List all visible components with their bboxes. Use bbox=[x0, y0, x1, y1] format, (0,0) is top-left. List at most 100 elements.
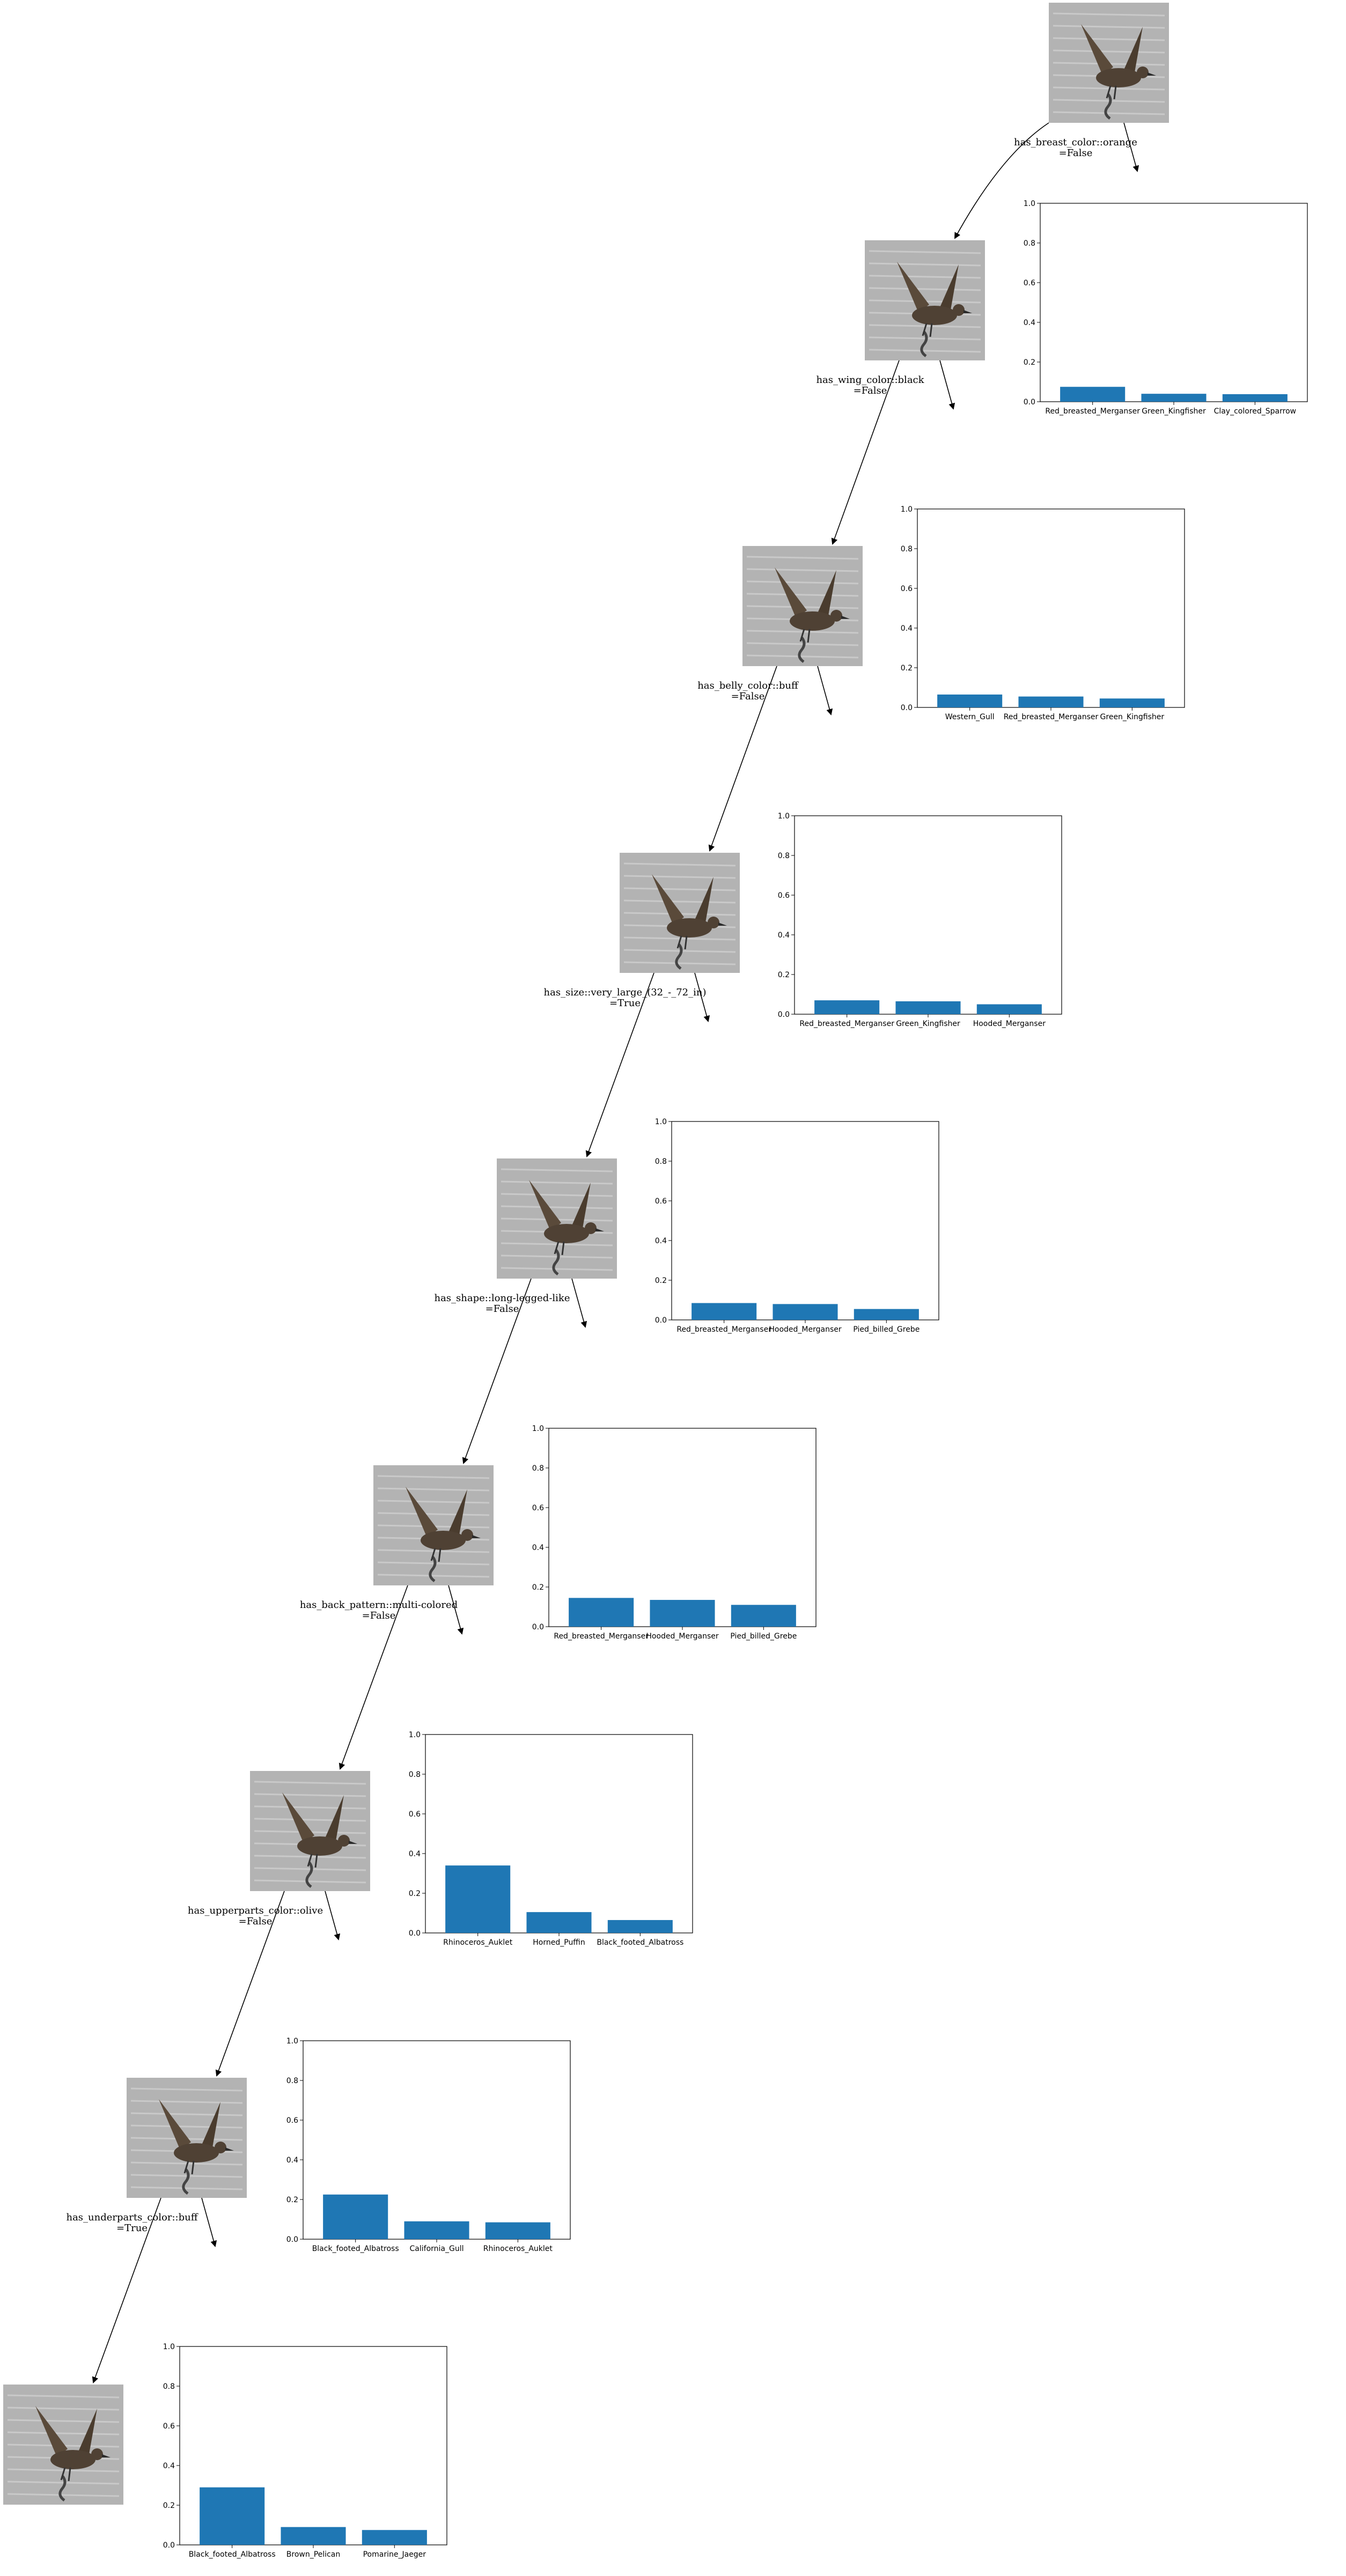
y-tick-label: 0.6 bbox=[1024, 279, 1035, 287]
y-tick-label: 1.0 bbox=[163, 2343, 175, 2351]
x-tick-label: Green_Kingfisher bbox=[896, 1020, 960, 1028]
y-tick-label: 0.6 bbox=[532, 1504, 544, 1512]
y-tick-label: 1.0 bbox=[1024, 200, 1035, 208]
x-tick-label: California_Gull bbox=[410, 2245, 464, 2253]
split-result-label: =True bbox=[116, 2223, 148, 2234]
chart-frame bbox=[794, 815, 1062, 1015]
x-tick-label: Pomarine_Jaeger bbox=[363, 2550, 426, 2559]
y-tick-label: 1.0 bbox=[655, 1118, 667, 1126]
y-tick-label: 0.4 bbox=[163, 2462, 175, 2470]
bar bbox=[650, 1600, 715, 1627]
x-tick-label: Red_breasted_Merganser bbox=[1045, 407, 1140, 416]
x-tick-label: Black_footed_Albatross bbox=[597, 1938, 683, 1947]
x-tick-label: Clay_colored_Sparrow bbox=[1214, 407, 1297, 416]
x-tick-label: Green_Kingfisher bbox=[1100, 713, 1165, 721]
y-tick-label: 0.4 bbox=[778, 931, 790, 940]
split-feature-label: has_wing_color::black bbox=[816, 374, 924, 386]
y-tick-label: 0.4 bbox=[409, 1850, 421, 1858]
tree-edge bbox=[325, 1891, 341, 1940]
tree-edge: has_shape::long-legged-like=False bbox=[434, 1278, 570, 1464]
tree-edge bbox=[201, 2197, 217, 2247]
y-tick-label: 0.8 bbox=[778, 852, 790, 860]
x-tick-label: Red_breasted_Merganser bbox=[676, 1325, 771, 1334]
tree-edge bbox=[1123, 122, 1139, 172]
y-tick-label: 0.8 bbox=[409, 1770, 421, 1779]
y-tick-label: 0.0 bbox=[778, 1010, 790, 1019]
tree-edge: has_belly_color::buff=False bbox=[697, 666, 799, 852]
bird-photo-icon bbox=[652, 874, 727, 950]
tree-edge bbox=[939, 360, 955, 410]
y-tick-label: 0.8 bbox=[286, 2077, 298, 2085]
x-tick-label: Brown_Pelican bbox=[286, 2550, 340, 2559]
node-image bbox=[497, 1158, 617, 1279]
tree-edge bbox=[571, 1278, 587, 1328]
x-tick-label: Pied_billed_Grebe bbox=[853, 1325, 920, 1334]
bar bbox=[976, 1004, 1042, 1014]
split-feature-label: has_underparts_color::buff bbox=[66, 2212, 198, 2223]
chart-frame bbox=[548, 1428, 817, 1627]
tree-edge: has_wing_color::black=False bbox=[816, 360, 925, 545]
bar bbox=[323, 2194, 388, 2239]
bar bbox=[1060, 387, 1126, 402]
x-tick-label: Red_breasted_Merganser bbox=[799, 1020, 894, 1028]
split-result-label: =True bbox=[609, 998, 641, 1009]
y-tick-label: 0.8 bbox=[901, 545, 913, 553]
y-tick-label: 1.0 bbox=[409, 1731, 421, 1739]
x-tick-label: Rhinoceros_Auklet bbox=[443, 1938, 513, 1947]
x-tick-label: Western_Gull bbox=[945, 713, 995, 721]
y-tick-label: 0.8 bbox=[1024, 239, 1035, 248]
y-tick-label: 0.0 bbox=[532, 1623, 544, 1632]
split-feature-label: has_breast_color::orange bbox=[1014, 137, 1137, 148]
split-feature-label: has_belly_color::buff bbox=[697, 680, 799, 691]
x-tick-label: Red_breasted_Merganser bbox=[1004, 713, 1099, 721]
bird-photo-icon bbox=[897, 262, 972, 337]
y-tick-label: 0.4 bbox=[655, 1237, 667, 1245]
y-tick-label: 0.2 bbox=[163, 2501, 175, 2510]
bar bbox=[692, 1303, 757, 1320]
node-image bbox=[373, 1465, 494, 1585]
y-tick-label: 0.4 bbox=[901, 624, 913, 633]
y-tick-label: 0.8 bbox=[163, 2382, 175, 2391]
split-result-label: =False bbox=[854, 385, 887, 396]
y-tick-label: 0.6 bbox=[655, 1197, 667, 1206]
bar bbox=[854, 1309, 919, 1320]
node-image bbox=[127, 2078, 247, 2198]
split-result-label: =False bbox=[486, 1303, 519, 1315]
nodes-layer bbox=[3, 3, 1169, 2505]
bar bbox=[569, 1598, 634, 1627]
bar bbox=[1222, 394, 1288, 402]
split-feature-label: has_upperparts_color::olive bbox=[188, 1905, 323, 1916]
bar bbox=[485, 2222, 550, 2239]
y-tick-label: 0.6 bbox=[778, 891, 790, 900]
split-feature-label: has_shape::long-legged-like bbox=[434, 1293, 570, 1304]
bar bbox=[526, 1912, 592, 1933]
bar bbox=[404, 2221, 469, 2239]
bar bbox=[1141, 394, 1207, 402]
x-tick-label: Hooded_Merganser bbox=[646, 1632, 718, 1641]
y-tick-label: 0.6 bbox=[409, 1810, 421, 1819]
tree-edge bbox=[694, 972, 710, 1022]
y-tick-label: 1.0 bbox=[286, 2037, 298, 2046]
y-tick-label: 0.2 bbox=[286, 2196, 298, 2204]
y-tick-label: 0.0 bbox=[409, 1929, 421, 1938]
chart-frame bbox=[671, 1121, 939, 1320]
y-tick-label: 0.2 bbox=[1024, 358, 1035, 367]
probability-bar-chart: 0.00.20.40.60.81.0Red_breasted_Merganser… bbox=[1024, 200, 1308, 416]
x-tick-label: Hooded_Merganser bbox=[769, 1325, 841, 1334]
probability-bar-chart: 0.0 0.2 0.4 0.6 0.8 1.0Red_breasted_Merganser… bbox=[778, 812, 1062, 1028]
x-tick-label: Green_Kingfisher bbox=[1142, 407, 1206, 416]
split-feature-label: has_size::very_large_(32_-_72_in) bbox=[544, 987, 707, 998]
tree-edge bbox=[817, 666, 833, 715]
y-tick-label: 0.0 bbox=[1024, 398, 1035, 407]
y-tick-label: 0.0 bbox=[286, 2235, 298, 2244]
y-tick-label: 0.2 bbox=[778, 971, 790, 979]
x-tick-label: Red_breasted_Merganser bbox=[554, 1632, 649, 1641]
bar bbox=[445, 1865, 511, 1933]
y-tick-label: 1.0 bbox=[778, 812, 790, 821]
x-tick-label: Black_footed_Albatross bbox=[189, 2550, 276, 2559]
y-tick-label: 0.6 bbox=[163, 2422, 175, 2431]
node-image bbox=[1049, 3, 1169, 123]
split-result-label: =False bbox=[362, 1610, 396, 1621]
bar bbox=[281, 2527, 346, 2545]
